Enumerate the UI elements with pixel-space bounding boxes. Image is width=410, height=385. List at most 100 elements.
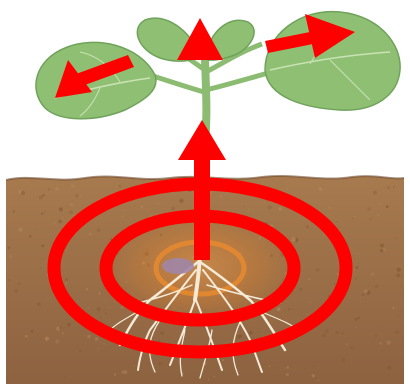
soil-speck (25, 335, 28, 338)
soil-speck (18, 282, 21, 285)
soil-speck (357, 253, 359, 255)
soil-speck (70, 203, 73, 206)
soil-speck (121, 370, 125, 374)
soil-speck (393, 186, 395, 188)
soil-speck (103, 343, 105, 345)
soil-speck (286, 301, 287, 302)
soil-speck (322, 334, 326, 338)
soil-speck (69, 210, 73, 214)
soil-speck (220, 195, 223, 198)
soil-speck (393, 307, 395, 309)
soil-speck (352, 218, 353, 219)
up-arrow-head (178, 120, 226, 160)
soil-speck (59, 207, 63, 211)
soil-speck (97, 307, 101, 311)
soil-speck (286, 373, 289, 376)
soil-speck (401, 188, 402, 189)
soil-speck (312, 374, 315, 377)
soil-speck (99, 292, 101, 294)
soil-speck (370, 272, 374, 276)
soil-speck (364, 289, 368, 293)
soil-speck (387, 340, 391, 344)
soil-speck (375, 334, 377, 336)
soil-speck (114, 301, 115, 302)
soil-speck (105, 312, 107, 314)
soil-speck (243, 206, 244, 207)
soil-speck (268, 205, 272, 209)
soil-speck (387, 186, 390, 189)
soil-speck (308, 278, 311, 281)
soil-speck (13, 210, 15, 212)
soil-speck (41, 267, 42, 268)
soil-speck (341, 332, 344, 335)
soil-speck (114, 373, 117, 376)
soil-speck (362, 293, 365, 296)
soil-speck (59, 326, 62, 329)
soil-speck (8, 279, 10, 281)
soil-speck (31, 330, 34, 333)
soil-speck (65, 282, 67, 284)
soil-speck (355, 277, 357, 279)
soil-speck (78, 194, 82, 198)
soil-speck (380, 249, 383, 252)
soil-speck (54, 222, 56, 224)
soil-speck (39, 196, 43, 200)
soil-speck (21, 191, 25, 195)
soil-speck (45, 337, 49, 341)
soil-speck (379, 342, 382, 345)
soil-speck (119, 185, 122, 188)
soil-speck (62, 217, 64, 219)
soil-speck (65, 278, 68, 281)
soil-speck (98, 348, 100, 350)
soil-speck (179, 199, 183, 203)
seed (162, 258, 194, 274)
soil-speck (310, 302, 312, 304)
soil-speck (213, 376, 215, 378)
soil-speck (86, 288, 88, 290)
soil-speck (182, 372, 184, 374)
soil-speck (316, 268, 319, 271)
soil-speck (18, 228, 22, 232)
soil-speck (14, 289, 18, 293)
soil-speck (386, 205, 389, 208)
soil-speck (160, 331, 164, 335)
soil-speck (380, 244, 384, 248)
soil-speck (335, 331, 338, 334)
soil-speck (375, 285, 378, 288)
soil-speck (278, 207, 282, 211)
soil-speck (354, 317, 358, 321)
soil-speck (55, 340, 59, 344)
soil-speck (378, 202, 380, 204)
soil-speck (62, 332, 64, 334)
soil-speck (358, 317, 360, 319)
soil-speck (9, 255, 12, 258)
soil-speck (140, 205, 143, 208)
soil-speck (8, 247, 10, 249)
soil-speck (355, 327, 356, 328)
soil-speck (41, 213, 43, 215)
soil-speck (319, 187, 323, 191)
soil-speck (133, 365, 135, 367)
soil-speck (286, 366, 289, 369)
soil-speck (35, 229, 37, 231)
soil-speck (341, 358, 345, 362)
soil-speck (378, 215, 380, 217)
soil-speck (121, 306, 124, 309)
soil-speck (67, 323, 70, 326)
soil-speck (325, 329, 329, 333)
soil-speck (89, 233, 92, 236)
soil-speck (87, 335, 90, 338)
soil-speck (65, 250, 67, 252)
soil-speck (313, 366, 314, 367)
soil-speck (239, 335, 242, 338)
soil-speck (108, 307, 110, 309)
soil-speck (364, 342, 365, 343)
soil-speck (48, 188, 50, 190)
soil-speck (208, 379, 209, 380)
soil-speck (44, 212, 45, 213)
soil-speck (222, 359, 224, 361)
soil-speck (354, 270, 355, 271)
soil-speck (79, 350, 81, 352)
soil-speck (373, 191, 377, 195)
soil-speck (306, 226, 308, 228)
